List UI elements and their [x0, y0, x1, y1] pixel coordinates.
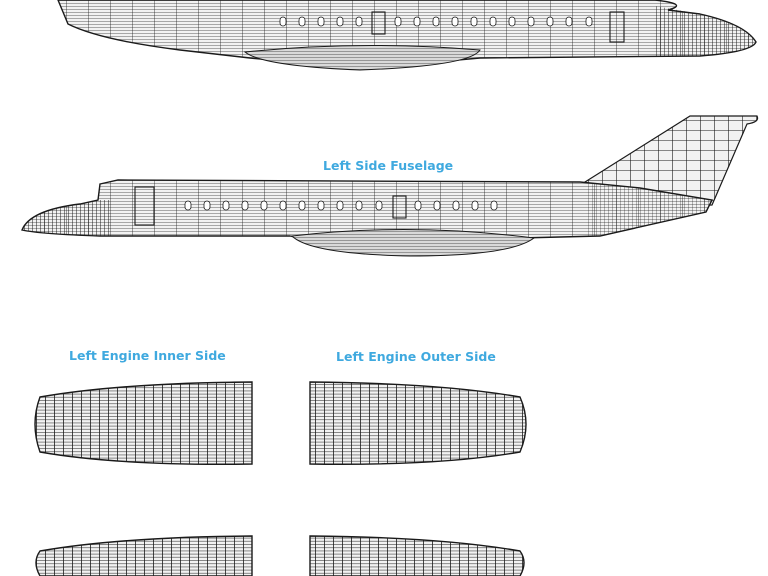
left-side-fuselage-template: [21, 115, 759, 257]
left-engine-inner-side-template: [34, 381, 253, 465]
right-side-fuselage-template: [57, 0, 757, 71]
engine-outer-label: Left Engine Outer Side: [336, 349, 496, 364]
engine-inner-label: Left Engine Inner Side: [69, 348, 226, 363]
right-engine-outer-side-template: [309, 535, 525, 576]
fuselage-label: Left Side Fuselage: [323, 158, 454, 173]
left-engine-outer-side-template: [309, 381, 527, 465]
right-engine-inner-side-template: [35, 535, 253, 576]
